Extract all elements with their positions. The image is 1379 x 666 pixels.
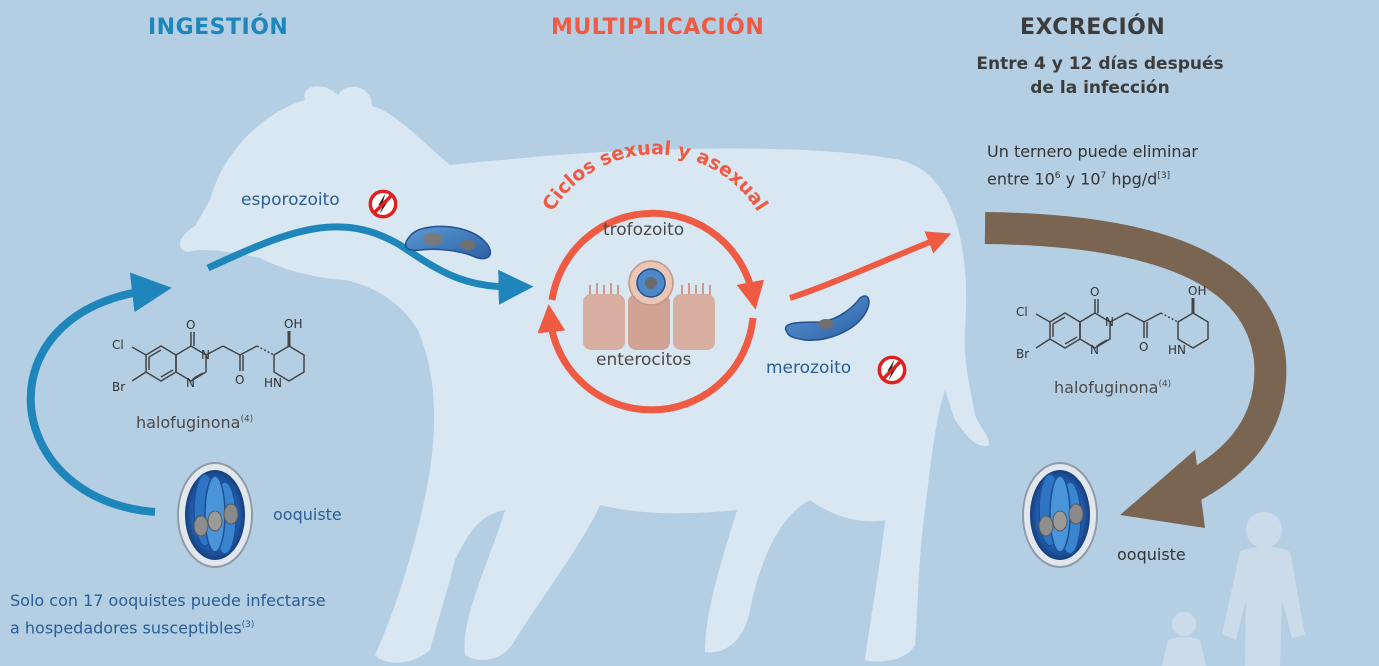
sporozoite-organism — [404, 225, 492, 260]
infection-note-ref: (3) — [241, 620, 255, 630]
infection-note-text: a hospedadores susceptibles — [10, 618, 242, 638]
label-merozoito: merozoito — [766, 358, 852, 378]
people-silhouette — [1162, 512, 1305, 666]
excretion-note-exponent: 6 — [1054, 171, 1061, 181]
halofuginona-name: halofuginona — [136, 413, 241, 432]
halofuginona-ref: (4) — [240, 414, 254, 425]
excretion-note: Un ternero puede eliminar entre 106 y 10… — [987, 140, 1198, 191]
ingestion-arrow — [26, 272, 172, 516]
header-excretion: EXCRECIÓN — [1020, 15, 1166, 40]
sporozoite-arrow — [206, 223, 534, 305]
merozoite-organism — [784, 295, 870, 341]
halofuginona-name: halofuginona — [1054, 378, 1159, 397]
infection-note-line1: Solo con 17 ooquistes puede infectarse — [10, 591, 326, 610]
label-trofozoito: trofozoito — [603, 220, 685, 240]
excretion-arrow — [984, 212, 1287, 528]
halofuginona-molecule-right — [1014, 282, 1210, 363]
label-enterocitos: enterocitos — [596, 350, 692, 370]
label-ooquiste-right: ooquiste — [1117, 545, 1186, 564]
halofuginona-molecule-left — [110, 315, 306, 396]
excretion-note-exponent: 7 — [1100, 171, 1107, 181]
excretion-note-part: entre 10 — [987, 169, 1055, 189]
calf-silhouette — [179, 86, 989, 663]
label-halofuginona-left: halofuginona(4) — [136, 413, 253, 432]
excretion-note-part: hpg/d — [1106, 169, 1158, 189]
excretion-note-part: y 10 — [1060, 169, 1101, 189]
infection-note-line2: a hospedadores susceptibles(3) — [10, 613, 326, 640]
inhibition-icon — [368, 189, 398, 219]
inhibition-icon — [877, 355, 907, 385]
excretion-note-line2: entre 106 y 107 hpg/d[3] — [987, 164, 1198, 191]
label-esporozoito: esporozoito — [241, 190, 340, 210]
merozoite-arrow — [789, 231, 952, 301]
header-ingestion: INGESTIÓN — [148, 15, 289, 40]
excretion-subtitle-line2: de la infección — [1030, 78, 1170, 98]
infection-note: Solo con 17 ooquistes puede infectarse a… — [10, 589, 326, 640]
label-halofuginona-right: halofuginona(4) — [1054, 378, 1171, 397]
enterocytes-illustration — [583, 260, 715, 350]
oocyst-left — [176, 461, 254, 569]
halofuginona-ref: (4) — [1158, 379, 1172, 390]
oocyst-right — [1021, 461, 1099, 569]
excretion-subtitle: Entre 4 y 12 días después de la infecció… — [940, 52, 1260, 100]
header-multiplication: MULTIPLICACIÓN — [551, 15, 765, 40]
label-ooquiste-left: ooquiste — [273, 505, 342, 524]
excretion-note-line1: Un ternero puede eliminar — [987, 142, 1198, 161]
excretion-note-ref: [3] — [1157, 171, 1171, 181]
excretion-subtitle-line1: Entre 4 y 12 días después — [976, 54, 1224, 74]
